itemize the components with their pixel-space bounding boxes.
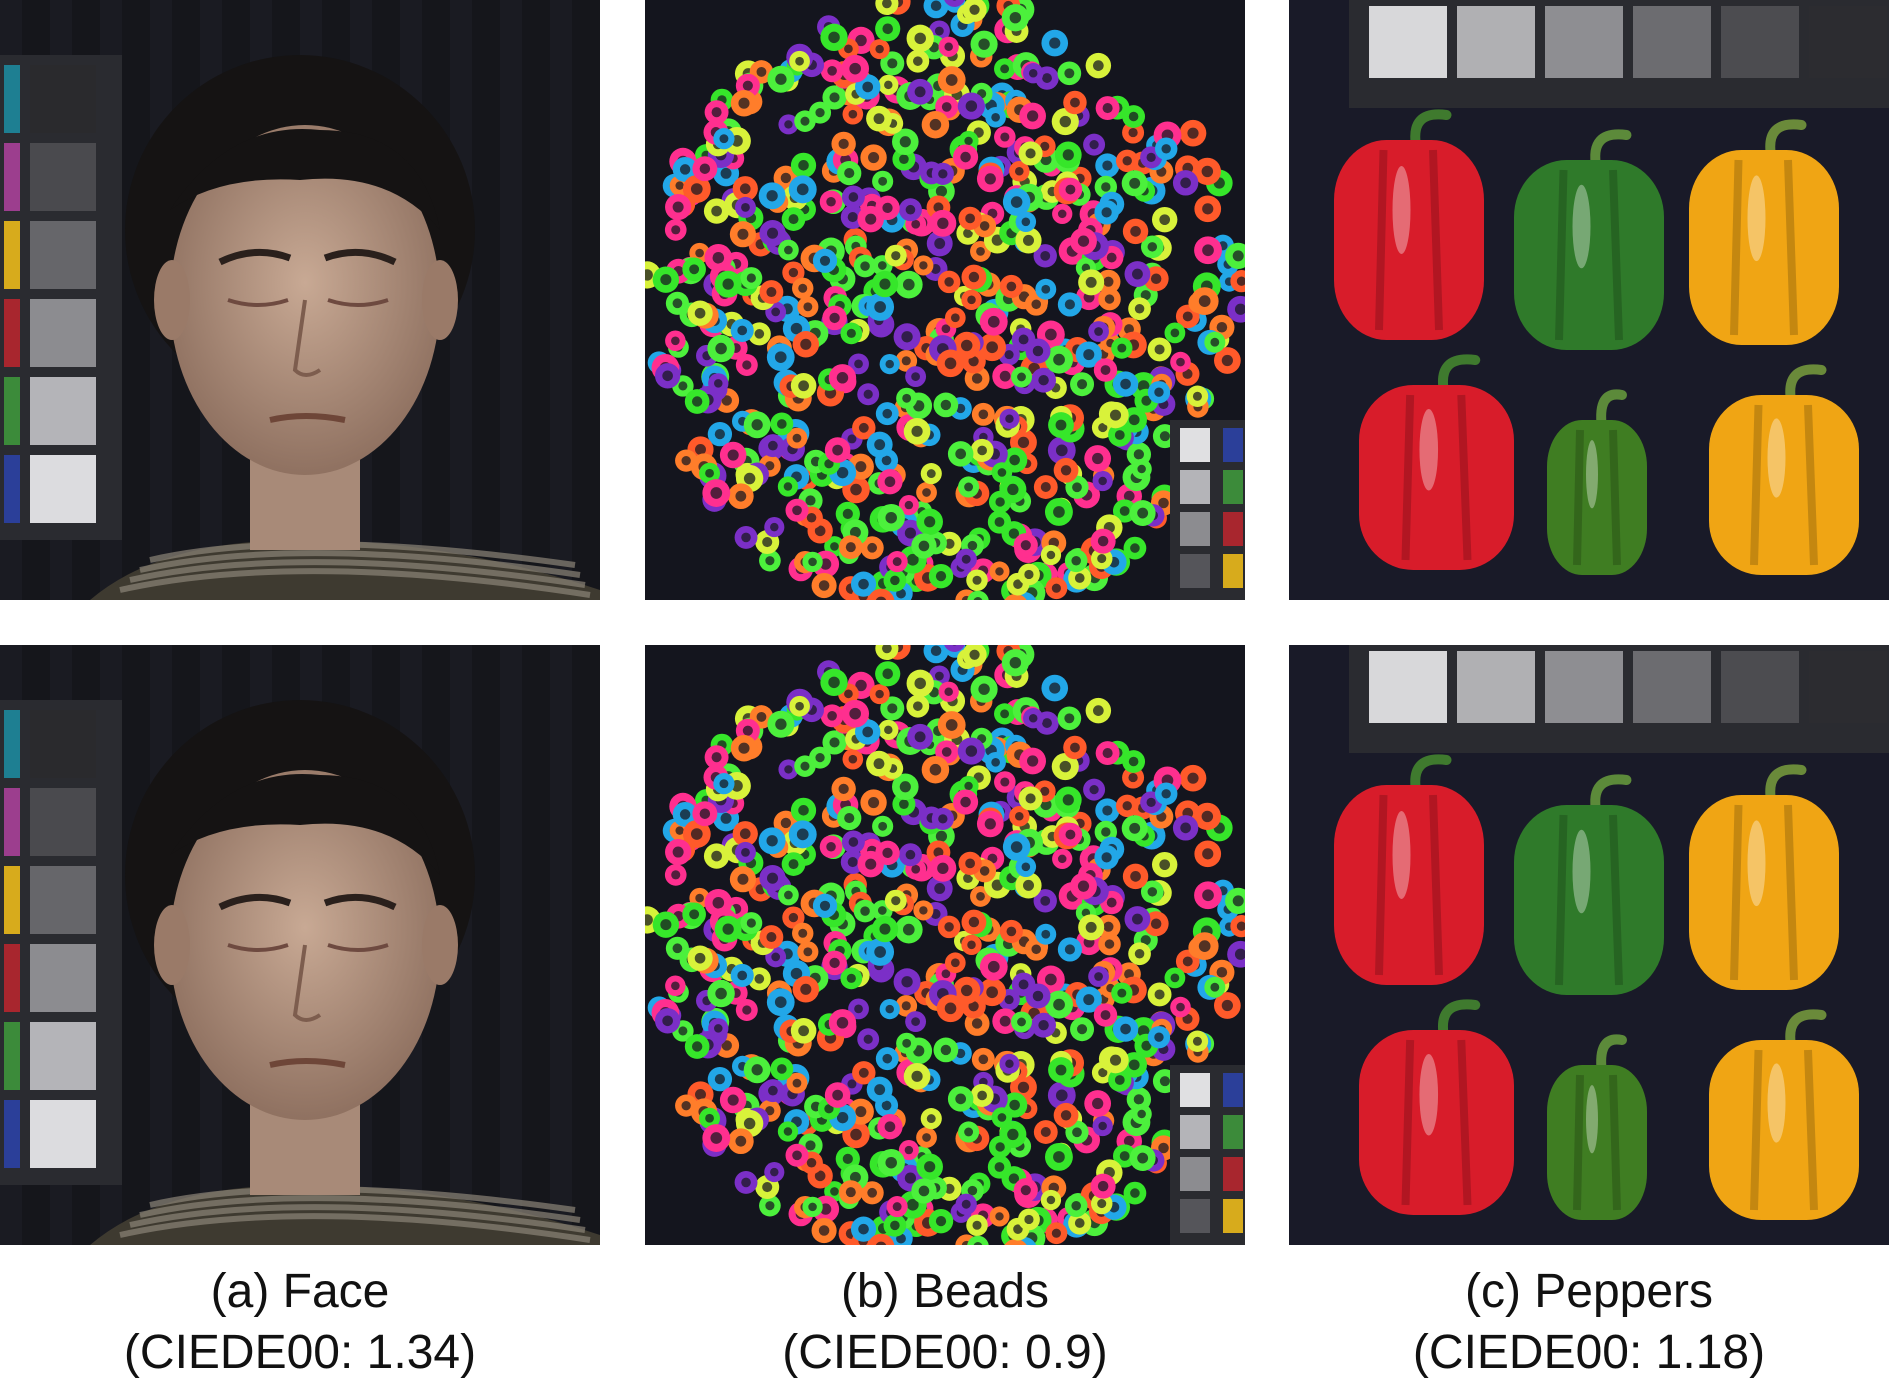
peppers-image-bottom <box>1289 645 1889 1245</box>
beads-photo <box>645 645 1245 1245</box>
beads-photo <box>645 0 1245 600</box>
peppers-photo <box>1289 0 1889 600</box>
face-image-bottom <box>0 645 600 1245</box>
face-image-top <box>0 0 600 600</box>
face-photo <box>0 645 600 1245</box>
caption-peppers-label: (c) Peppers <box>1464 1265 1714 1318</box>
caption-beads-metric: (CIEDE00: 0.9) <box>782 1326 1108 1379</box>
face-photo <box>0 0 600 600</box>
caption-beads-label: (b) Beads <box>840 1265 1050 1318</box>
caption-face-label: (a) Face <box>210 1265 390 1318</box>
beads-image-bottom <box>645 645 1245 1245</box>
caption-face-metric: (CIEDE00: 1.34) <box>123 1326 477 1379</box>
caption-peppers-metric: (CIEDE00: 1.18) <box>1412 1326 1766 1379</box>
beads-image-top <box>645 0 1245 600</box>
peppers-photo <box>1289 645 1889 1245</box>
peppers-image-top <box>1289 0 1889 600</box>
